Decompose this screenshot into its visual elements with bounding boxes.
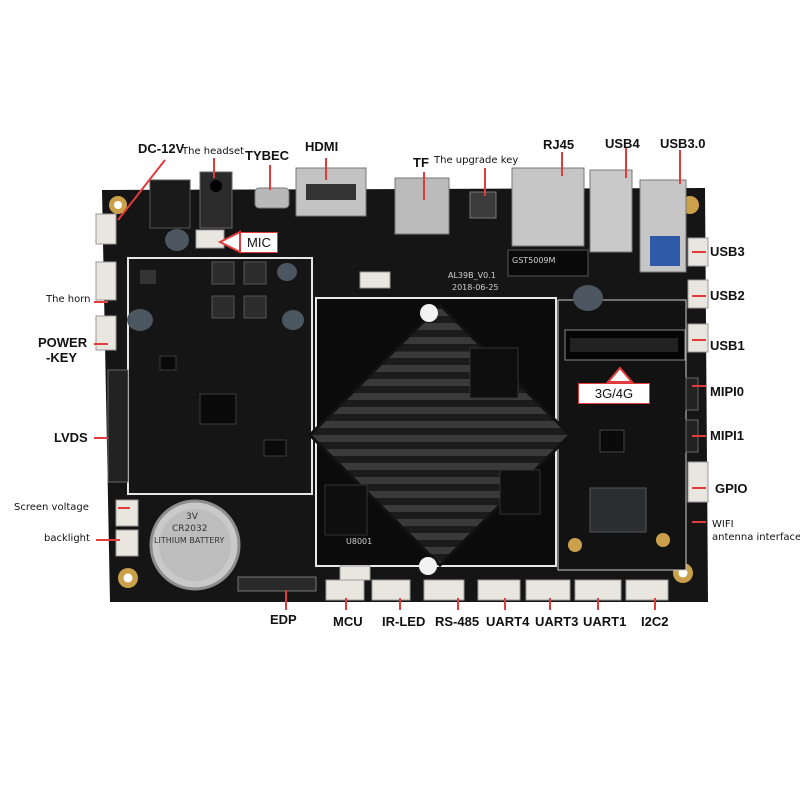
label-rs485: RS-485 <box>435 614 480 629</box>
connector-gpio <box>687 461 709 503</box>
transformer-marking: GST5009M <box>512 256 556 265</box>
label-uart1: UART1 <box>583 614 627 629</box>
connector-backlight <box>115 529 139 557</box>
label-usb2: USB2 <box>710 288 745 303</box>
label-usb30: USB3.0 <box>660 136 706 151</box>
connector-horn <box>95 261 117 301</box>
connector-mipi0 <box>685 377 699 411</box>
label-mipi0: MIPI0 <box>710 384 744 399</box>
capacitor <box>282 310 304 330</box>
label-rj45: RJ45 <box>543 137 575 152</box>
wifi-module <box>589 487 647 533</box>
label-screen-voltage: Screen voltage <box>14 502 89 513</box>
connector-dc-side <box>95 213 117 245</box>
standoff <box>419 557 437 575</box>
label-tf: TF <box>413 155 429 170</box>
capacitor <box>127 309 153 331</box>
label-gpio: GPIO <box>715 481 748 496</box>
label-mcu: MCU <box>333 614 363 629</box>
typec-port <box>254 187 290 209</box>
upgrade-button <box>469 191 497 219</box>
label-i2c2: I2C2 <box>641 614 669 629</box>
label-upgrade-key: The upgrade key <box>434 155 519 166</box>
ram-chip <box>324 484 368 536</box>
label-usb1: USB1 <box>710 338 745 353</box>
connector-i2c2 <box>625 579 669 601</box>
label-headset: The headset <box>182 146 245 157</box>
label-hdmi: HDMI <box>305 139 339 154</box>
chip-marking: U8001 <box>346 537 373 546</box>
label-uart3: UART3 <box>535 614 579 629</box>
connector-rs485 <box>423 579 465 601</box>
connector-uart1 <box>574 579 622 601</box>
connector-usb2 <box>687 279 709 309</box>
battery-voltage: 3V <box>186 512 198 522</box>
connector-screen-voltage <box>115 499 139 527</box>
label-power: POWER <box>38 335 88 350</box>
label-mipi1: MIPI1 <box>710 428 744 443</box>
ram-chip <box>469 347 519 399</box>
pointer-lines <box>94 148 706 610</box>
lvds-header <box>107 369 129 483</box>
g34-arrow <box>605 366 635 383</box>
label-backlight: backlight <box>44 533 90 544</box>
label-horn: The horn <box>46 294 91 305</box>
label-dc12v: DC-12V <box>138 141 185 156</box>
board-date: 2018-06-25 <box>452 283 499 292</box>
label-lvds: LVDS <box>54 430 88 445</box>
battery-model: CR2032 <box>172 524 208 534</box>
label-usb4: USB4 <box>605 136 640 151</box>
label-tybec: TYBEC <box>245 148 290 163</box>
tf-slot <box>394 177 450 235</box>
standoff <box>420 304 438 322</box>
callout-3g4g: 3G/4G <box>578 383 650 404</box>
dc-jack <box>149 179 191 229</box>
label-edp: EDP <box>270 612 297 627</box>
edp-connector <box>237 576 317 592</box>
label-usb3: USB3 <box>710 244 745 259</box>
connector-uart4 <box>477 579 521 601</box>
pmic-chip <box>199 393 237 425</box>
connector-mic <box>195 229 225 249</box>
usb-stack <box>589 169 633 253</box>
connector-usb1 <box>687 323 709 353</box>
label-antenna: antenna interface <box>712 532 800 543</box>
connector-irled <box>371 579 411 601</box>
inductor <box>211 261 235 285</box>
callout-mic: MIC <box>240 232 278 253</box>
label-irled: IR-LED <box>382 614 426 629</box>
connector-power-key <box>95 315 117 351</box>
rj45-port <box>511 167 585 247</box>
connector-uart3 <box>525 579 571 601</box>
capacitor <box>165 229 189 251</box>
connector-mcu <box>325 579 365 601</box>
label-wifi: WIFI <box>712 519 734 530</box>
battery-type: LITHIUM BATTERY <box>154 536 225 545</box>
board-version: AL39B_V0.1 <box>448 271 496 280</box>
label-uart4: UART4 <box>486 614 530 629</box>
label-key: -KEY <box>46 350 78 365</box>
